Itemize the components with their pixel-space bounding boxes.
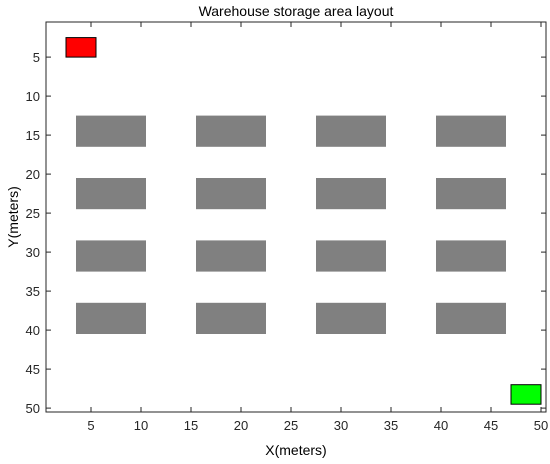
x-tick-label: 25 — [284, 418, 298, 433]
storage-block-r3-c2 — [196, 240, 266, 272]
storage-block-r1-c3 — [316, 115, 386, 147]
x-tick-label: 20 — [234, 418, 248, 433]
storage-block-r4-c4 — [436, 302, 506, 334]
storage-block-r2-c4 — [436, 178, 506, 210]
x-tick-label: 30 — [334, 418, 348, 433]
x-tick-label: 50 — [534, 418, 548, 433]
y-tick-label: 5 — [33, 50, 40, 65]
storage-block-r1-c4 — [436, 115, 506, 147]
storage-block-r2-c1 — [76, 178, 146, 210]
x-tick-label: 5 — [87, 418, 94, 433]
x-tick-label: 15 — [184, 418, 198, 433]
x-tick-label: 10 — [134, 418, 148, 433]
x-axis-label: X(meters) — [265, 442, 326, 458]
y-tick-label: 35 — [26, 284, 40, 299]
storage-block-r4-c3 — [316, 302, 386, 334]
end-marker — [510, 384, 542, 405]
storage-block-r4-c2 — [196, 302, 266, 334]
storage-block-r2-c3 — [316, 178, 386, 210]
plot-frame — [45, 21, 547, 413]
y-tick-label: 15 — [26, 128, 40, 143]
location-markers — [65, 37, 542, 405]
x-tick-label: 35 — [384, 418, 398, 433]
y-tick-label: 40 — [26, 323, 40, 338]
plot-area — [46, 22, 546, 412]
y-tick-label: 30 — [26, 245, 40, 260]
storage-block-r3-c1 — [76, 240, 146, 272]
chart-title: Warehouse storage area layout — [199, 3, 394, 19]
x-tick-label: 40 — [434, 418, 448, 433]
y-axis-ticks: 5 10 15 20 25 30 35 40 45 50 — [26, 50, 546, 416]
x-axis-ticks: 5 10 15 20 25 30 35 40 45 50 — [87, 22, 548, 433]
x-tick-label: 45 — [484, 418, 498, 433]
y-tick-label: 50 — [26, 401, 40, 416]
y-tick-label: 20 — [26, 167, 40, 182]
storage-block-r3-c3 — [316, 240, 386, 272]
y-tick-label: 25 — [26, 206, 40, 221]
storage-block-r3-c4 — [436, 240, 506, 272]
y-axis-label: Y(meters) — [5, 186, 21, 247]
storage-block-r2-c2 — [196, 178, 266, 210]
storage-block-r4-c1 — [76, 302, 146, 334]
storage-block-r1-c2 — [196, 115, 266, 147]
y-tick-label: 10 — [26, 89, 40, 104]
storage-blocks — [76, 115, 506, 334]
start-marker — [65, 37, 97, 58]
y-tick-label: 45 — [26, 362, 40, 377]
storage-block-r1-c1 — [76, 115, 146, 147]
